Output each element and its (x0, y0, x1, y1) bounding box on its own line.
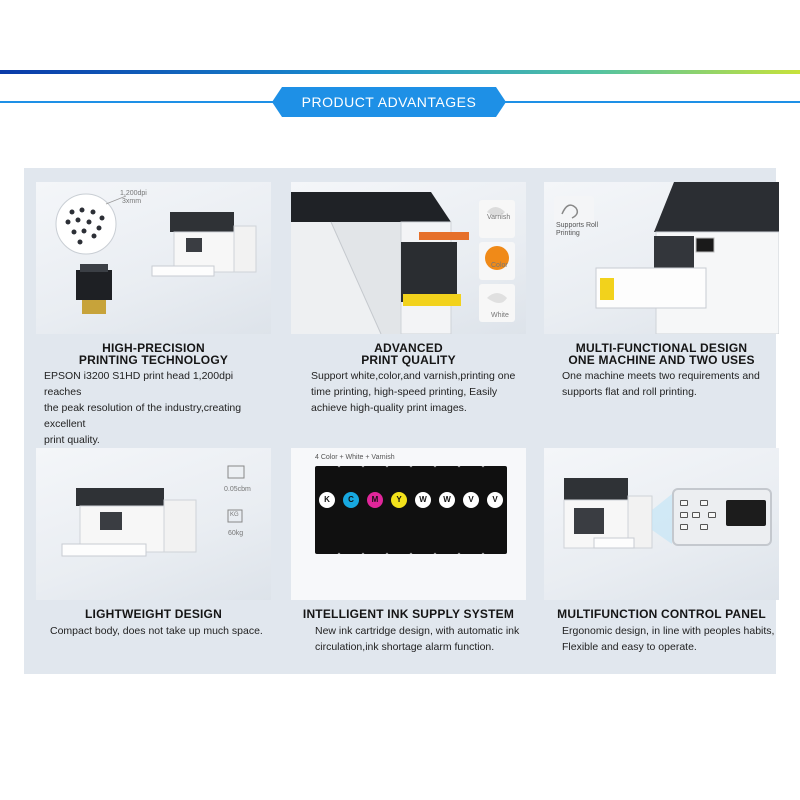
card-title-line1: HIGH-PRECISION (102, 341, 205, 355)
card-title-line1: ADVANCED (374, 341, 443, 355)
ink-cartridge: V (483, 466, 507, 554)
control-panel-image (544, 448, 779, 600)
ink-label: V (487, 492, 503, 508)
card-title: LIGHTWEIGHT DESIGN (85, 607, 222, 621)
color-label: Color (491, 262, 508, 269)
section-badge: PRODUCT ADVANTAGES (272, 87, 506, 117)
card-desc: Compact body, does not take up much spac… (50, 623, 263, 639)
roll-printer-illustration (554, 182, 779, 334)
card-title-line2: PRINT QUALITY (361, 353, 456, 367)
panel-button (700, 500, 708, 506)
printhead-image: 1,200dpi 3xmm (36, 182, 271, 334)
ink-cartridge: W (411, 466, 435, 554)
badge-shape (272, 87, 506, 117)
resolution-label: 1,200dpi (120, 190, 147, 197)
card-title-line2: ONE MACHINE AND TWO USES (568, 353, 755, 367)
ink-label: K (319, 492, 335, 508)
card-title-line1: MULTI-FUNCTIONAL DESIGN (575, 341, 748, 355)
desc-line: New ink cartridge design, with automatic… (315, 625, 520, 637)
panel-button (692, 512, 700, 518)
ink-cartridge: M (363, 466, 387, 554)
ink-label: C (343, 492, 359, 508)
card-title: MULTIFUNCTION CONTROL PANEL (557, 607, 766, 621)
ink-cartridge: W (435, 466, 459, 554)
panel-button (680, 524, 688, 530)
ink-label: W (439, 492, 455, 508)
card-desc: EPSON i3200 S1HD print head 1,200dpi rea… (44, 368, 271, 448)
varnish-label: Varnish (487, 214, 511, 221)
desc-line: print quality. (44, 434, 100, 446)
weight-icon-label: KG (230, 512, 239, 518)
ink-cartridge: K (315, 466, 339, 554)
white-label: White (491, 312, 509, 319)
desc-line: Ergonomic design, in line with peoples h… (562, 625, 775, 637)
lightweight-image: 0.05cbm KG 60kg (36, 448, 271, 600)
compact-printer-illustration (61, 465, 245, 557)
desc-line: Flexible and easy to operate. (562, 641, 697, 653)
ink-label: W (415, 492, 431, 508)
card-title: INTELLIGENT INK SUPPLY SYSTEM (302, 607, 515, 621)
ink-label: Y (391, 492, 407, 508)
roll-label-line2: Printing (556, 230, 580, 237)
print-quality-image: Varnish Color White (291, 182, 526, 334)
panel-button (700, 524, 708, 530)
desc-line: achieve high-quality print images. (311, 402, 467, 414)
card-desc: Ergonomic design, in line with peoples h… (562, 623, 774, 655)
section-title: PRODUCT ADVANTAGES (301, 94, 477, 110)
desc-line: Compact body, does not take up much spac… (50, 625, 263, 637)
card-desc: New ink cartridge design, with automatic… (315, 623, 519, 655)
desc-line: EPSON i3200 S1HD print head 1,200dpi rea… (44, 370, 234, 398)
roll-printing-image: Supports Roll Printing (544, 182, 779, 334)
advantages-panel: 1,200dpi 3xmm HIGH-PRECISION PRINTING TE… (24, 168, 779, 674)
weight-label: 60kg (228, 530, 244, 537)
control-panel-printer-illustration (563, 478, 672, 549)
ink-cartridge: V (459, 466, 483, 554)
panel-button (680, 500, 688, 506)
card-desc: One machine meets two requirements and s… (562, 368, 760, 400)
panel-screen (726, 500, 766, 526)
size-label: 3xmm (122, 198, 142, 205)
control-panel-closeup (672, 488, 772, 546)
card-title-line2: PRINTING TECHNOLOGY (78, 353, 229, 367)
ink-config-label: 4 Color + White + Varnish (315, 454, 395, 461)
desc-line: Support white,color,and varnish,printing… (311, 370, 516, 382)
roll-label-line1: Supports Roll (556, 222, 599, 229)
desc-line: One machine meets two requirements and (562, 370, 760, 382)
desc-line: supports flat and roll printing. (562, 386, 697, 398)
ink-label: V (463, 492, 479, 508)
printer-closeup-illustration (291, 192, 515, 334)
panel-button (680, 512, 688, 518)
card-desc: Support white,color,and varnish,printing… (311, 368, 515, 416)
panel-button (708, 512, 716, 518)
ink-cartridge: Y (387, 466, 411, 554)
ink-label: M (367, 492, 383, 508)
printhead-illustration (55, 193, 257, 314)
volume-label: 0.05cbm (224, 486, 251, 493)
ink-cartridge: C (339, 466, 363, 554)
top-gradient-line (0, 70, 800, 74)
desc-line: circulation,ink shortage alarm function. (315, 641, 495, 653)
desc-line: time printing, high-speed printing, Easi… (311, 386, 498, 398)
desc-line: the peak resolution of the industry,crea… (44, 402, 242, 430)
